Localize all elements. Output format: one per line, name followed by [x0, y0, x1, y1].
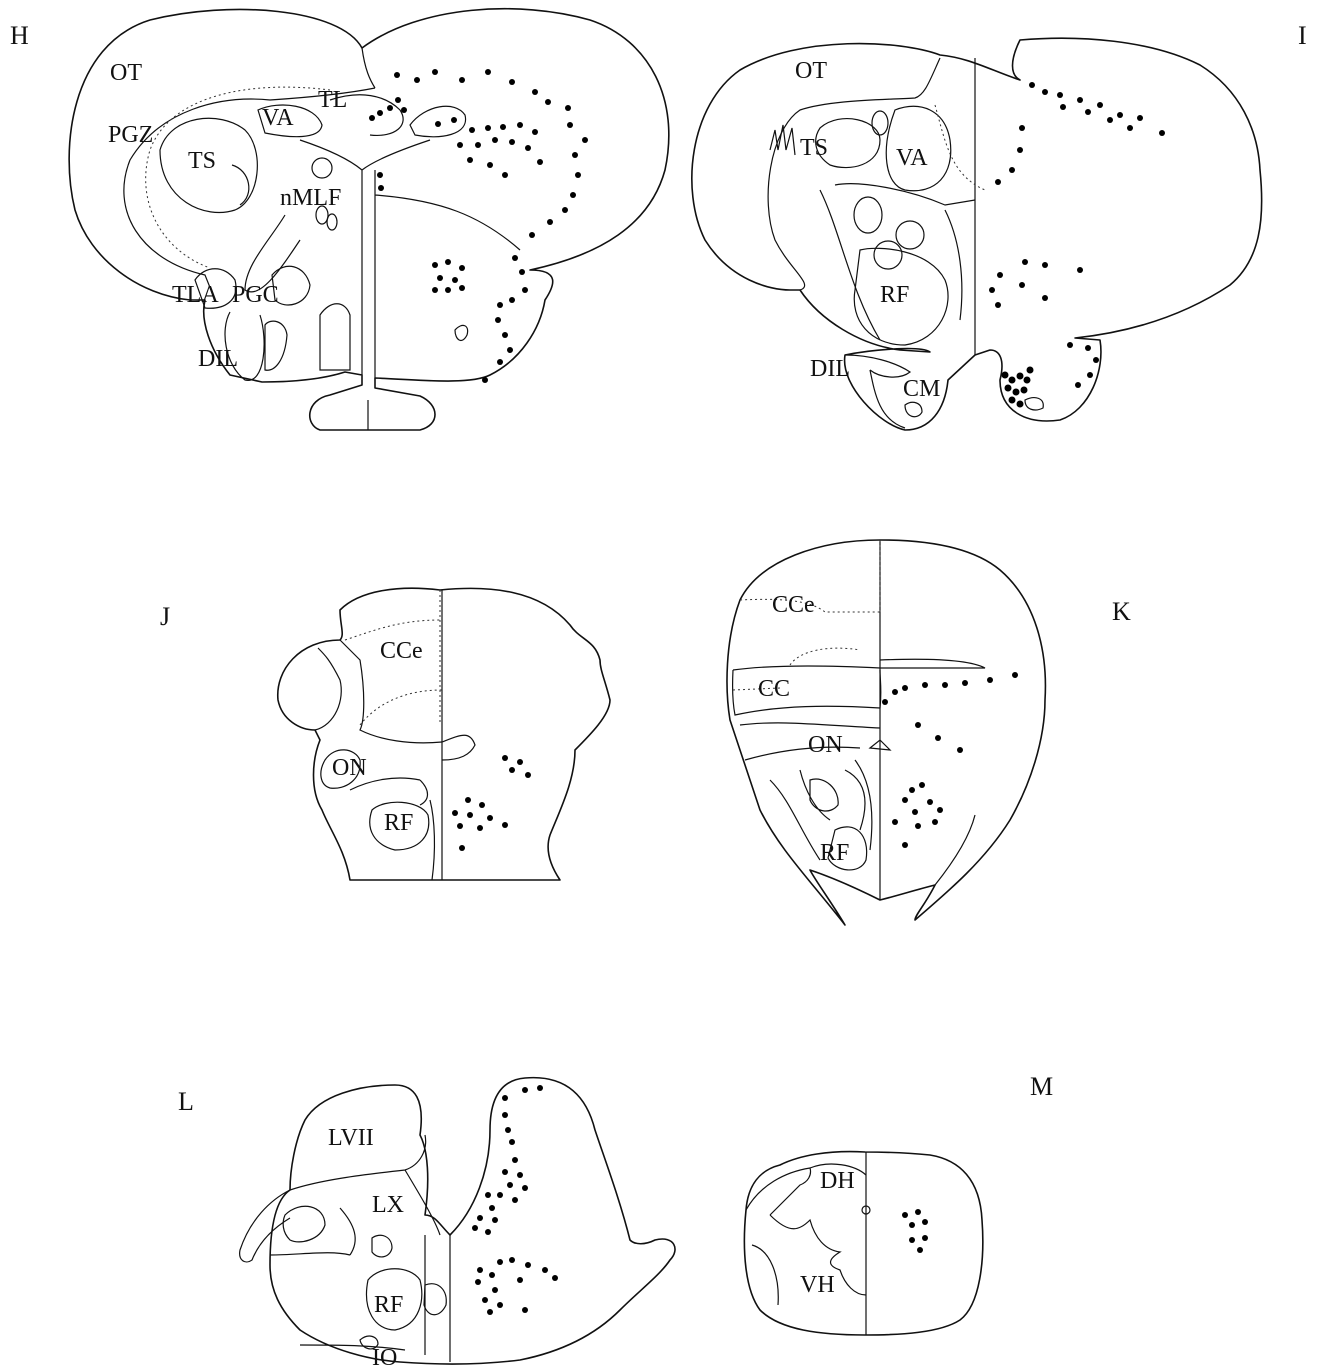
- panel-label-j: J: [160, 602, 170, 631]
- j-label-rf: RF: [384, 810, 413, 836]
- h-label-nmlf: nMLF: [280, 185, 341, 211]
- h-label-tl: TL: [318, 87, 347, 113]
- h-section-outline: [69, 9, 669, 430]
- m-label-vh: VH: [800, 1272, 835, 1298]
- j-label-on: ON: [332, 755, 367, 781]
- k-label-cce: CCe: [772, 592, 815, 618]
- m-section-outline: [744, 1152, 982, 1335]
- h-nmlf-oval-3: [327, 214, 337, 230]
- h-labeled-cells: [369, 69, 588, 383]
- panel-label-k: K: [1112, 597, 1131, 626]
- panel-label-m: M: [1030, 1072, 1053, 1101]
- panel-label-i: I: [1298, 21, 1307, 50]
- j-medullary-wall: [442, 735, 475, 760]
- h-ts-inner: [232, 165, 249, 205]
- panel-j: J CCe ON RF: [160, 588, 610, 880]
- l-section-outline: [270, 1078, 675, 1364]
- i-label-cm: CM: [903, 376, 940, 402]
- l-inner-curve: [270, 1208, 355, 1255]
- h-midline-right: [375, 170, 520, 378]
- k-cce-border: [733, 659, 985, 670]
- l-small-oval: [372, 1235, 392, 1257]
- h-nmlf-oval: [312, 158, 332, 178]
- h-label-ts: TS: [188, 148, 216, 174]
- h-label-tla: TLA: [172, 282, 219, 308]
- i-label-va: VA: [896, 145, 928, 171]
- j-medial-band: [430, 800, 434, 880]
- i-cm-region: [870, 370, 905, 428]
- i-label-ot: OT: [795, 58, 827, 84]
- panel-h: H OT TL VA PGZ TS: [10, 9, 669, 430]
- m-labeled-cells: [902, 1209, 928, 1253]
- h-label-dil: DIL: [198, 346, 238, 372]
- i-small-oval: [872, 111, 888, 135]
- k-ventral-horn-right: [935, 815, 975, 885]
- panel-m: M DH VH: [744, 1072, 1053, 1335]
- k-label-rf: RF: [820, 840, 849, 866]
- h-label-pgz: PGZ: [108, 122, 153, 148]
- j-lateral-lobe: [315, 648, 341, 730]
- i-small-recess-left: [905, 402, 922, 416]
- i-lateral-band: [820, 184, 975, 340]
- h-label-ot: OT: [110, 60, 142, 86]
- l-lx-region: [405, 1170, 440, 1235]
- i-oval-2: [896, 221, 924, 249]
- h-medial-band: [320, 304, 350, 370]
- h-label-pgc: PGC: [232, 282, 279, 308]
- h-lateral-nucleus: [265, 321, 287, 370]
- k-label-on: ON: [808, 732, 843, 758]
- h-pgz-dotted: [146, 87, 330, 268]
- k-cc-region: [733, 670, 881, 715]
- h-small-recess: [455, 325, 468, 340]
- l-lateral-rf: [424, 1284, 446, 1315]
- l-lateral-oval: [283, 1206, 325, 1242]
- i-section-outline: [692, 38, 1262, 430]
- l-labeled-cells: [472, 1085, 558, 1315]
- i-label-rf: RF: [880, 282, 909, 308]
- j-section-outline: [278, 588, 610, 880]
- i-oval-1: [854, 197, 882, 233]
- l-label-lvii: LVII: [328, 1125, 374, 1151]
- panel-i: I OT TS VA RF DIL CM: [692, 21, 1307, 430]
- i-ts-spikes: [770, 125, 795, 155]
- i-labeled-cells: [989, 82, 1165, 408]
- m-label-dh: DH: [820, 1168, 855, 1194]
- l-lateral-arm: [240, 1190, 290, 1262]
- k-labeled-cells: [882, 672, 1018, 848]
- l-label-lx: LX: [372, 1192, 404, 1218]
- panel-label-h: H: [10, 21, 29, 50]
- panel-k: K CCe CC ON RF: [727, 540, 1131, 925]
- h-label-va: VA: [262, 105, 294, 131]
- i-small-recess-right: [1025, 398, 1043, 410]
- j-labeled-cells: [452, 755, 531, 851]
- l-label-rf: RF: [374, 1292, 403, 1318]
- i-dil-left-lobe: [845, 355, 910, 377]
- m-dorsal-horn: [746, 1168, 811, 1215]
- j-on-band: [350, 778, 428, 805]
- l-label-io: IO: [372, 1345, 397, 1369]
- panel-label-l: L: [178, 1087, 194, 1116]
- i-oval-3: [874, 241, 902, 269]
- i-label-dil: DIL: [810, 356, 850, 382]
- i-label-ts: TS: [800, 135, 828, 161]
- j-label-cce: CCe: [380, 638, 423, 664]
- panel-l: L LVII LX RF IO: [178, 1078, 675, 1369]
- k-label-cc: CC: [758, 676, 790, 702]
